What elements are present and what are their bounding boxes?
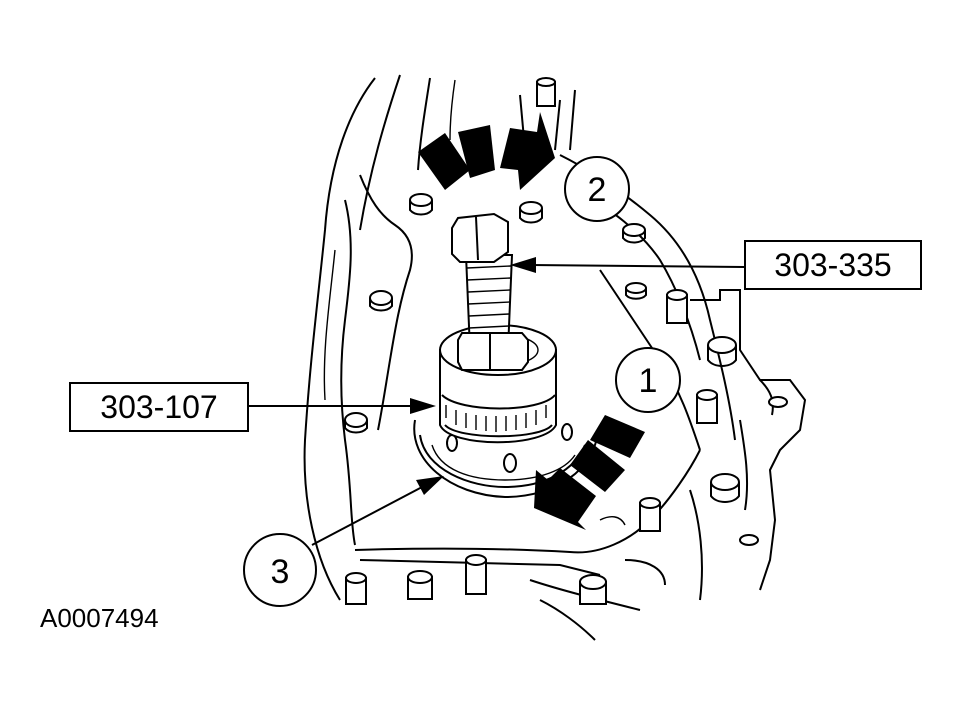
- housing-bolts: [344, 77, 788, 605]
- rotation-arrows-upper: [418, 112, 555, 190]
- figure-id: A0007494: [40, 603, 159, 633]
- arrow-segment-upper-1: [418, 133, 470, 190]
- bolt-upper-mid: [519, 201, 543, 224]
- bolt-mid-right: [625, 282, 647, 300]
- callout-3: 3: [243, 533, 317, 607]
- tool-label-text: 303-335: [774, 247, 891, 283]
- tool-label-303-107: 303-107: [69, 382, 249, 432]
- arrow-segment-lower-1: [590, 415, 645, 458]
- callout-number: 2: [588, 171, 607, 209]
- bottom-studs: [345, 554, 607, 605]
- dowel-right-3: [639, 497, 661, 532]
- bolt-top: [536, 77, 556, 107]
- callout-1: 1: [615, 347, 681, 413]
- callout-2: 2: [564, 156, 630, 222]
- forcing-screw: [451, 212, 529, 371]
- bolt-upper-right: [622, 223, 646, 244]
- tool-label-text: 303-107: [100, 389, 217, 425]
- tool-label-303-335: 303-335: [744, 240, 922, 290]
- rotation-arrows-lower: [534, 415, 645, 530]
- arrow-segment-lower-2: [570, 440, 625, 492]
- bolt-left-2: [344, 412, 368, 434]
- arrowhead-lower: [534, 468, 596, 530]
- bolt-far-right: [739, 396, 788, 546]
- bolt-right-2: [710, 473, 740, 503]
- leader-lines: [248, 257, 745, 546]
- arrowhead-upper: [500, 112, 555, 190]
- bolt-left-1: [369, 290, 393, 312]
- bolt-right-1: [707, 336, 737, 367]
- leader-arrowhead-303-335: [510, 257, 536, 273]
- callout-number: 3: [271, 553, 290, 591]
- leader-arrowhead-303-107: [410, 398, 436, 414]
- dowel-right: [666, 289, 688, 324]
- callout-number: 1: [639, 362, 658, 400]
- bolt-upper-left: [409, 193, 433, 216]
- dowel-right-2: [696, 389, 718, 424]
- leader-arrowhead-3: [416, 476, 444, 495]
- arrow-segment-upper-2: [458, 125, 495, 178]
